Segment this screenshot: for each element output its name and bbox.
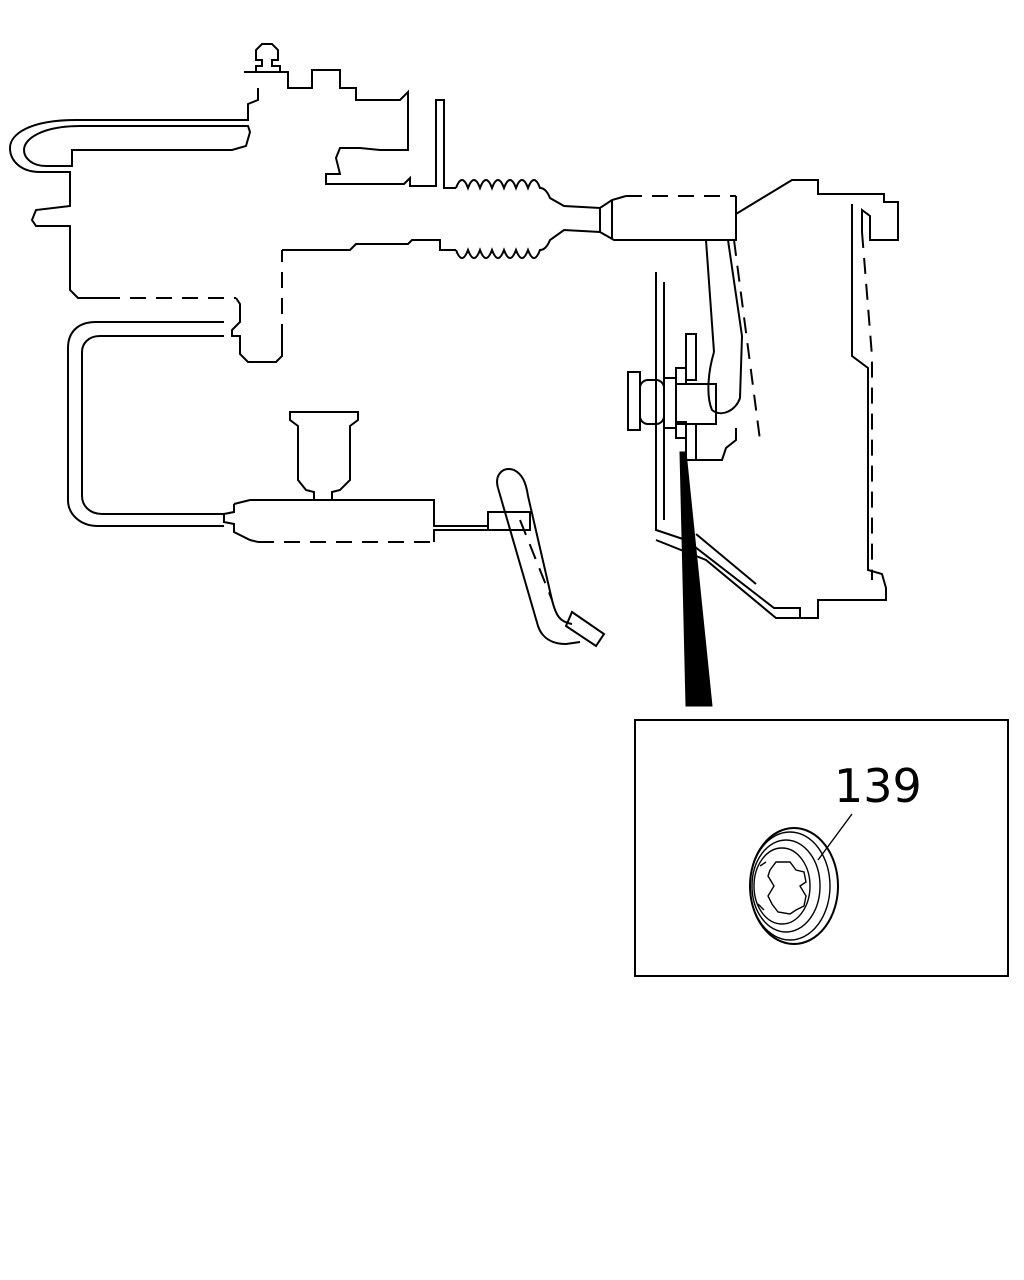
release-fork: [655, 239, 801, 619]
part-139-washer-icon: [749, 827, 839, 945]
callout-pointer: [679, 451, 713, 707]
clutch-pedal: [496, 468, 606, 648]
master-cylinder: [67, 321, 531, 543]
part-number-label: 139: [834, 759, 922, 813]
release-bearing: [627, 333, 737, 461]
clutch-housing: [735, 179, 899, 619]
leader-line: [817, 813, 853, 861]
slave-cylinder-assembly: [8, 43, 737, 363]
detail-box: 139: [634, 719, 1009, 977]
